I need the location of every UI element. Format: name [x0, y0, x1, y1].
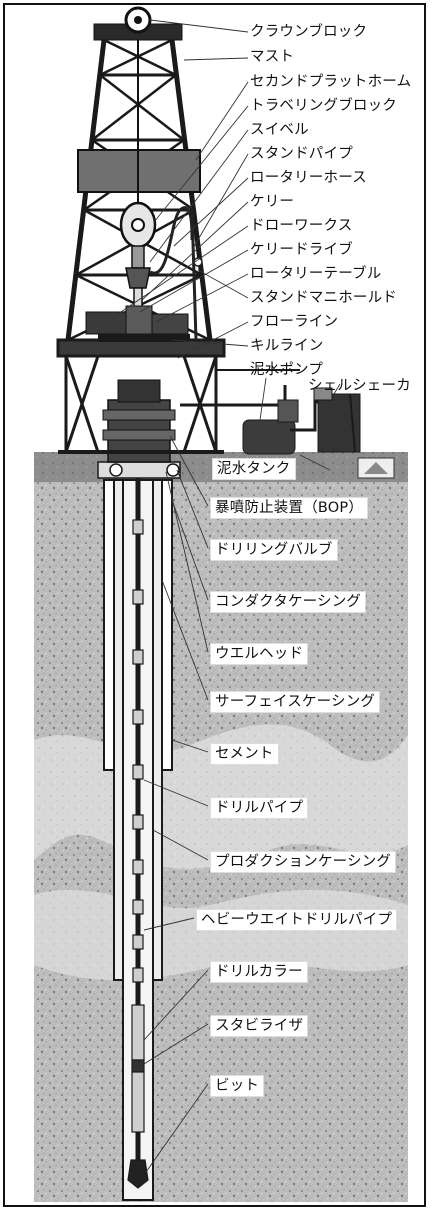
drill-string: [127, 519, 149, 1189]
label-drill-collar: ドリルカラー: [210, 961, 308, 983]
label-surface-casing: サーフェイスケーシング: [210, 691, 381, 713]
label-standpipe-manifold: スタンドマニホールド: [250, 290, 397, 306]
mud-system: [180, 369, 361, 455]
label-mud-tank: 泥水タンク: [212, 458, 296, 480]
leader-lines: [111, 19, 341, 1173]
label-standpipe: スタンドパイプ: [250, 146, 353, 162]
label-mud-pump: 泥水ポンプ: [250, 362, 324, 378]
label-kelly-drive: ケリードライブ: [250, 242, 353, 258]
label-crown-block: クラウンブロック: [250, 24, 368, 40]
label-kill-line: キルライン: [250, 338, 324, 354]
label-drawworks: ドローワークス: [250, 218, 353, 234]
label-traveling-block: トラベリングブロック: [250, 98, 397, 114]
label-rotary-table: ロータリーテーブル: [250, 266, 382, 282]
label-flowline: フローライン: [250, 314, 339, 330]
label-wellhead: ウエルヘッド: [210, 643, 309, 665]
standpipe-hose: [149, 206, 203, 341]
label-production-casing: プロダクションケーシング: [210, 851, 397, 873]
label-conductor-casing: コンダクタケーシング: [210, 591, 367, 613]
label-kelly: ケリー: [250, 194, 295, 210]
label-rotary-hose: ロータリーホース: [250, 170, 367, 186]
label-shale-shaker: シェルシェーカ: [308, 378, 411, 394]
diagram-frame: [3, 3, 426, 1207]
label-second-platform: セカンドプラットホーム: [250, 74, 412, 90]
label-stabilizer: スタビライザ: [210, 1015, 309, 1037]
rig-floor: [85, 305, 190, 342]
label-bit: ビット: [210, 1075, 265, 1097]
label-mast: マスト: [250, 49, 295, 65]
label-swivel: スイベル: [250, 122, 309, 138]
label-drilling-valve: ドリリングバルブ: [210, 539, 338, 561]
label-bop: 暴噴防止装置（BOP）: [210, 497, 369, 519]
label-cement: セメント: [210, 743, 279, 765]
label-hwdp: ヘビーウエイトドリルパイプ: [196, 909, 398, 931]
crown-block-drawing: [93, 6, 183, 41]
label-drill-pipe: ドリルパイプ: [210, 797, 309, 819]
